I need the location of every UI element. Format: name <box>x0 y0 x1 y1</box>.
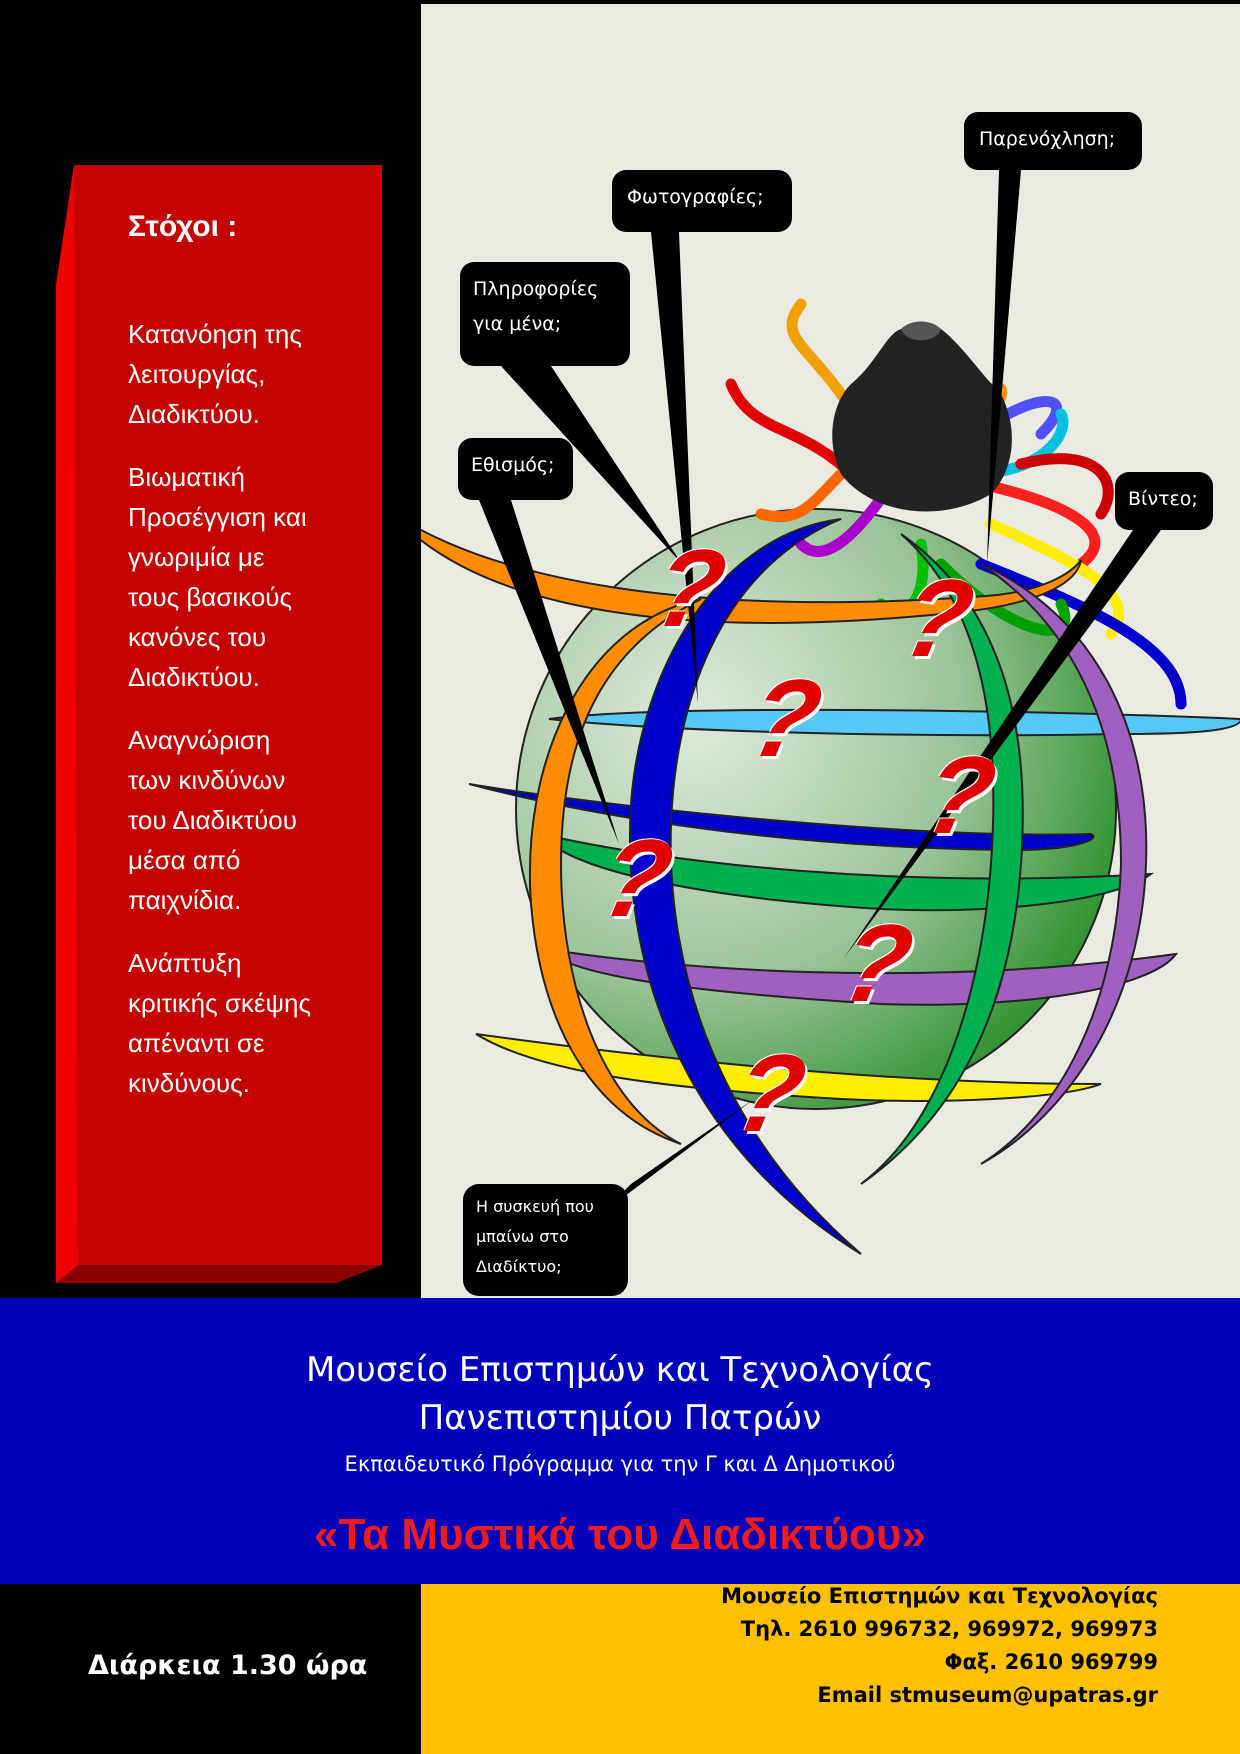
program-subtitle: Εκπαιδευτικό Πρόγραμμα για την Γ και Δ Δ… <box>344 1452 896 1476</box>
orbit-rings <box>421 518 1240 1255</box>
duration: Διάρκεια 1.30 ώρα <box>88 1650 368 1681</box>
goals-panel-shape <box>56 165 382 1283</box>
bubble-device: Η συσκευή που μπαίνω στο Διαδίκτυο; <box>476 1197 594 1276</box>
bubble-harassment: Παρενόχληση; <box>979 128 1116 150</box>
globe-graphic <box>421 112 1240 1296</box>
bubble-photos: Φωτογραφίες; <box>627 186 764 208</box>
bubble-info: Πληροφορίες για μένα; <box>473 278 599 335</box>
goals-list: Στόχοι : Κατανόηση της λειτουργίας, Διαδ… <box>128 210 388 1126</box>
bubble-addiction: Εθισμός; <box>471 454 555 476</box>
duration-box <box>0 1584 421 1754</box>
museum-name: Μουσείο Επιστημών και Τεχνολογίας Πανεπι… <box>305 1350 935 1438</box>
bubble-video: Βίντεο; <box>1128 488 1198 510</box>
goals-panel <box>56 165 382 1283</box>
speech-bubbles <box>458 112 1213 1296</box>
contact-info: Μουσείο Επιστημών και Τεχνολογίας Τηλ. 2… <box>721 1580 1158 1712</box>
goal-item: Βιωματική Προσέγγιση και γνωριμία με του… <box>128 462 307 692</box>
contact-museum: Μουσείο Επιστημών και Τεχνολογίας <box>721 1584 1158 1608</box>
goals-title: Στόχοι : <box>128 210 238 243</box>
hooded-figure <box>832 329 1012 512</box>
goal-item: Κατανόηση της λειτουργίας, Διαδικτύου. <box>128 319 302 429</box>
goal-item: Αναγνώριση των κινδύνων του Διαδικτύου μ… <box>128 725 297 915</box>
internet-globe-illustration: Παρενόχληση; Φωτογραφίες; Πληροφορίες γι… <box>421 4 1240 1298</box>
program-title: «Τα Μυστικά του Διαδικτύου» <box>314 1510 926 1559</box>
goal-item: Ανάπτυξη κριτικής σκέψης απέναντι σε κιν… <box>128 948 311 1098</box>
contact-phone: Τηλ. 2610 996732, 969972, 969973 <box>740 1617 1158 1641</box>
contact-fax: Φαξ. 2610 969799 <box>944 1650 1158 1674</box>
contact-email[interactable]: Email stmuseum@upatras.gr <box>817 1683 1158 1707</box>
title-band <box>0 1298 1240 1584</box>
contact-box <box>421 1584 1240 1754</box>
